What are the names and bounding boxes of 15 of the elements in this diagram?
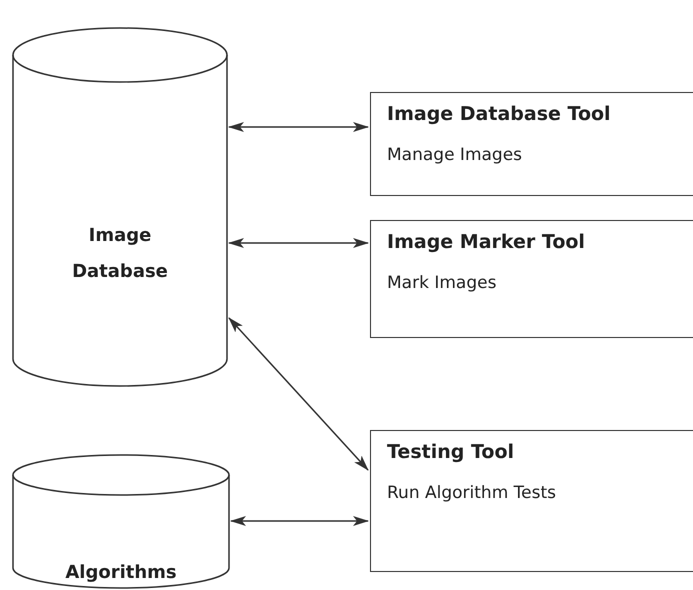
tool-box — [370, 92, 693, 196]
tool-title: Image Marker Tool — [387, 231, 585, 253]
tool-title: Image Database Tool — [387, 103, 611, 125]
double-arrow — [228, 122, 369, 132]
tool-description: Run Algorithm Tests — [387, 483, 556, 503]
double-arrow — [228, 317, 369, 471]
double-arrow — [230, 516, 369, 526]
database-label: Algorithms — [64, 561, 178, 585]
tool-box — [370, 220, 693, 338]
tool-box — [370, 430, 693, 572]
database-label: Image Database — [71, 224, 169, 284]
double-arrow — [228, 238, 369, 248]
tool-title: Testing Tool — [387, 441, 514, 463]
tool-description: Mark Images — [387, 273, 496, 293]
tool-description: Manage Images — [387, 145, 522, 165]
